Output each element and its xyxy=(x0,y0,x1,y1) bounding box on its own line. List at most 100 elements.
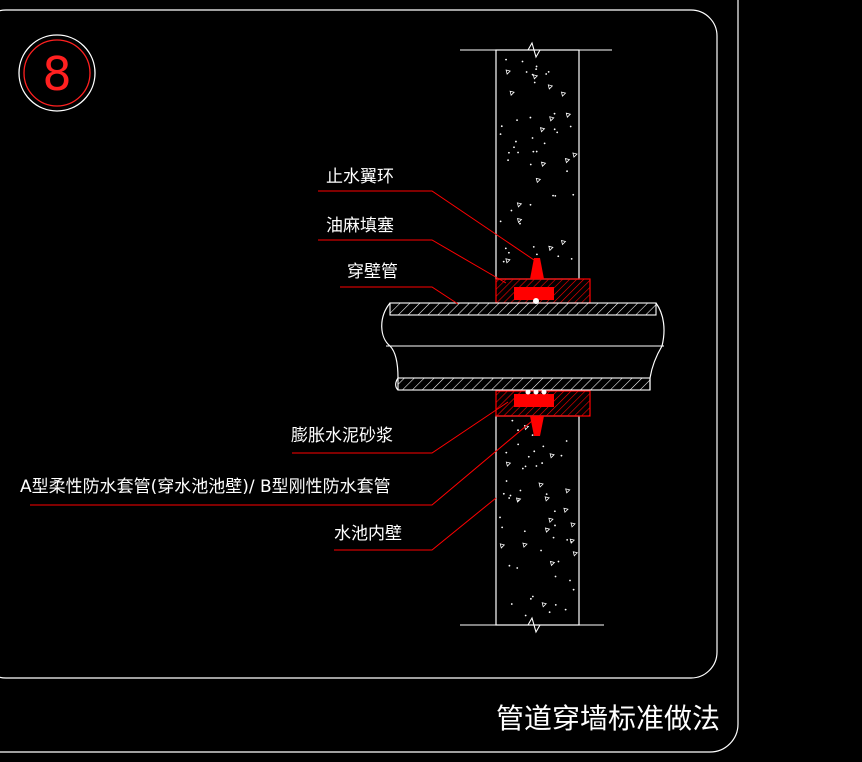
label-oakum-packing: 油麻填塞 xyxy=(326,216,394,236)
aggregate-mark xyxy=(516,202,523,208)
aggregate-dot xyxy=(545,73,548,75)
aggregate-dot xyxy=(557,560,560,563)
aggregate-dot xyxy=(532,246,535,248)
aggregate-dot xyxy=(533,450,536,453)
aggregate-dot xyxy=(529,116,532,119)
aggregate-dot xyxy=(545,493,548,496)
aggregate-dot xyxy=(553,128,556,131)
aggregate-mark xyxy=(548,517,554,524)
aggregate-dot xyxy=(541,462,544,464)
aggregate-mark xyxy=(541,602,547,608)
label-wall-pipe: 穿壁管 xyxy=(347,262,398,282)
aggregate-dot xyxy=(517,443,520,446)
aggregate-dot xyxy=(502,260,505,263)
aggregate-dot xyxy=(552,194,554,197)
aggregate-mark xyxy=(564,158,571,164)
wall-break-line-bottom xyxy=(460,616,604,634)
aggregate-dot xyxy=(508,564,511,567)
inner-frame xyxy=(0,9,718,679)
aggregate-dot xyxy=(564,608,567,611)
leader-lines xyxy=(30,190,538,551)
aggregate-mark xyxy=(565,112,572,118)
aggregate-dot xyxy=(553,510,556,513)
aggregate-mark xyxy=(570,522,576,528)
aggregate-mark xyxy=(505,258,511,264)
aggregate-mark xyxy=(549,453,555,459)
aggregate-mark xyxy=(569,538,575,544)
aggregate-dot xyxy=(556,131,559,134)
water-stop-ring-bottom xyxy=(530,416,544,436)
aggregate-dot xyxy=(499,516,501,519)
aggregate-dot xyxy=(572,193,575,196)
concrete-wall xyxy=(460,41,612,634)
aggregate-dot xyxy=(533,81,536,84)
aggregate-mark xyxy=(522,542,528,548)
aggregate-dot xyxy=(505,480,508,482)
aggregate-dot xyxy=(527,455,530,458)
aggregate-mark xyxy=(544,496,550,502)
aggregate-dot xyxy=(516,119,518,122)
aggregate-dot xyxy=(501,526,504,529)
aggregate-dot xyxy=(547,70,550,73)
aggregate-dot xyxy=(554,604,557,606)
aggregate-dot xyxy=(517,151,519,154)
wall-pipe xyxy=(381,302,665,391)
aggregate-mark xyxy=(572,551,579,557)
aggregate-dot xyxy=(505,451,508,454)
aggregate-dot xyxy=(519,222,521,225)
aggregate-mark xyxy=(505,461,512,467)
aggregate-dot xyxy=(565,440,568,442)
aggregate-dot xyxy=(516,567,519,569)
aggregate-mark xyxy=(540,161,547,167)
aggregate-dot xyxy=(531,137,534,139)
aggregate-dot xyxy=(536,253,538,256)
aggregate-mark xyxy=(505,69,511,75)
aggregate-mark xyxy=(572,152,578,158)
aggregate-dot xyxy=(511,419,514,422)
aggregate-dot xyxy=(552,536,555,539)
aggregate-mark xyxy=(515,497,522,503)
aggregate-dot xyxy=(543,142,546,145)
aggregate-dot xyxy=(542,445,545,448)
aggregate-mark xyxy=(516,217,523,224)
waterproof-sleeve xyxy=(495,258,591,436)
aggregate-mark xyxy=(549,560,556,567)
aggregate-dot xyxy=(531,595,534,598)
label-pool-inner-wall: 水池内壁 xyxy=(334,524,402,544)
aggregate-dot xyxy=(523,530,526,533)
aggregate-dot xyxy=(502,492,505,495)
aggregate-dot xyxy=(570,258,573,260)
aggregate-mark xyxy=(547,84,554,90)
aggregate-mark xyxy=(565,488,571,494)
aggregate-dot xyxy=(535,65,538,68)
aggregate-dot xyxy=(532,150,535,153)
aggregate-dot xyxy=(517,429,519,432)
aggregate-dot xyxy=(515,140,517,143)
aggregate-dot xyxy=(569,579,571,582)
aggregate-dot xyxy=(500,125,503,128)
aggregate-dot xyxy=(510,603,513,605)
aggregate-dot xyxy=(504,247,507,250)
aggregate-dot xyxy=(557,255,560,258)
aggregate-dot xyxy=(508,497,511,499)
aggregate-dot xyxy=(535,68,538,71)
aggregate-dot xyxy=(535,465,538,467)
label-water-stop-ring: 止水翼环 xyxy=(326,167,394,187)
detail-number: 8 xyxy=(42,47,71,101)
aggregate-dot xyxy=(560,454,563,457)
aggregate-mark xyxy=(538,482,544,488)
aggregate-mark xyxy=(509,90,515,96)
aggregate-dot xyxy=(508,151,510,154)
aggregate-dot xyxy=(508,251,510,254)
aggregate-dot xyxy=(535,150,538,153)
aggregate-mark xyxy=(548,245,554,252)
outer-frame xyxy=(0,0,739,753)
aggregate-dot xyxy=(548,611,551,614)
aggregate-dot xyxy=(524,614,527,617)
aggregate-dot xyxy=(519,489,522,492)
aggregate-dot xyxy=(566,170,568,173)
aggregate-dot xyxy=(529,203,532,206)
aggregate-dot xyxy=(540,549,542,552)
concrete-aggregate-speckles xyxy=(499,58,579,617)
